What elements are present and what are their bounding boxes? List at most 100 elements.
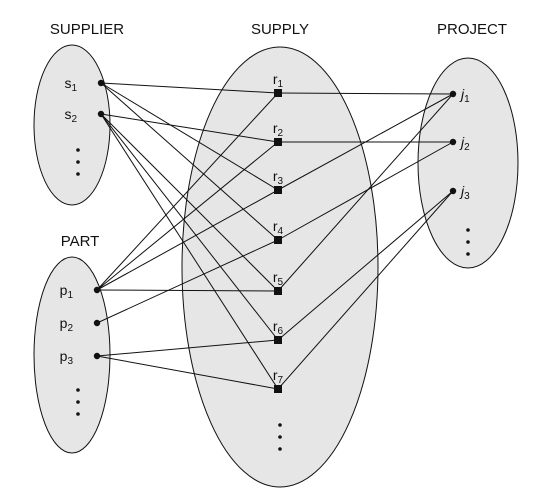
part-title: PART [61, 233, 100, 250]
supply-title: SUPPLY [251, 21, 309, 38]
node-label-s2: s2 [64, 106, 77, 125]
more-elements-dots [76, 148, 470, 451]
edge-s2-r5 [100, 113, 279, 292]
node-marker-j1 [449, 90, 457, 98]
node-label-base: j [459, 183, 465, 199]
edge-r7-j3 [277, 190, 454, 390]
node-label-r6: r6 [273, 318, 284, 337]
node-label-subscript: 5 [278, 277, 284, 288]
node-label-r3: r3 [273, 168, 284, 187]
node-label-p3: p3 [60, 348, 74, 367]
node-r4: r4 [273, 218, 284, 244]
node-marker-r7 [274, 385, 282, 393]
node-marker-s1 [97, 79, 105, 87]
node-label-r4: r4 [273, 218, 284, 237]
node-label-j1: j1 [459, 86, 470, 105]
node-label-subscript: 1 [464, 94, 470, 105]
node-label-base: r [273, 168, 278, 184]
supplier-title: SUPPLIER [50, 21, 124, 38]
node-label-subscript: 6 [278, 326, 284, 337]
edge-layer [96, 82, 454, 390]
node-label-subscript: 2 [464, 142, 470, 153]
node-label-p1: p1 [60, 282, 74, 301]
edge-p3-r6 [96, 339, 279, 357]
node-label-base: r [273, 367, 278, 383]
node-label-base: r [273, 318, 278, 334]
node-label-subscript: 4 [278, 226, 284, 237]
edge-r5-j1 [277, 93, 454, 292]
edge-r1-j1 [277, 92, 454, 95]
edge-s2-r6 [100, 113, 279, 341]
node-r5: r5 [273, 269, 284, 295]
node-marker-r2 [274, 138, 282, 146]
edge-p1-r2 [96, 141, 279, 291]
edge-r4-j2 [277, 141, 454, 241]
node-label-base: j [459, 86, 465, 102]
edge-r3-j1 [277, 93, 454, 191]
project-title: PROJECT [437, 21, 507, 38]
node-s1: s1 [64, 75, 105, 94]
edge-p3-r7 [96, 355, 279, 390]
node-label-r1: r1 [273, 71, 284, 90]
node-label-r7: r7 [273, 367, 284, 386]
edge-p1-r1 [96, 92, 279, 291]
node-s2: s2 [64, 106, 105, 125]
edge-s2-r7 [100, 113, 279, 390]
node-label-subscript: 1 [71, 83, 77, 94]
node-marker-p1 [93, 286, 101, 294]
supplier-set [33, 44, 111, 206]
node-marker-p3 [93, 352, 101, 360]
node-label-j2: j2 [459, 134, 470, 153]
node-j1: j1 [449, 86, 470, 105]
node-label-base: p [60, 315, 68, 331]
node-label-base: r [273, 71, 278, 87]
node-p2: p2 [60, 315, 101, 334]
node-marker-j3 [449, 187, 457, 195]
node-j3: j3 [449, 183, 470, 202]
node-r2: r2 [273, 120, 284, 146]
node-label-subscript: 3 [67, 356, 73, 367]
project-more-dots [466, 228, 470, 256]
node-label-subscript: 2 [67, 323, 73, 334]
node-label-subscript: 3 [278, 176, 284, 187]
node-label-subscript: 3 [464, 191, 470, 202]
supplier-more-dots [76, 148, 80, 176]
node-label-base: r [273, 269, 278, 285]
node-r6: r6 [273, 318, 284, 344]
supply-more-dots [278, 423, 282, 451]
node-marker-p2 [93, 319, 101, 327]
node-label-base: r [273, 218, 278, 234]
node-label-subscript: 1 [278, 79, 284, 90]
node-p3: p3 [60, 348, 101, 367]
node-marker-s2 [97, 110, 105, 118]
node-label-p2: p2 [60, 315, 74, 334]
project-set [417, 57, 519, 269]
node-label-subscript: 2 [278, 128, 284, 139]
node-label-subscript: 2 [71, 114, 77, 125]
edge-s2-r2 [100, 113, 279, 143]
node-label-base: s [64, 106, 71, 122]
node-label-r2: r2 [273, 120, 284, 139]
node-label-subscript: 7 [278, 375, 284, 386]
node-label-subscript: 1 [67, 290, 73, 301]
node-r7: r7 [273, 367, 284, 393]
node-label-r5: r5 [273, 269, 284, 288]
node-label-s1: s1 [64, 75, 77, 94]
part-more-dots [76, 388, 80, 416]
node-marker-r1 [274, 89, 282, 97]
edge-p2-r4 [96, 239, 279, 324]
node-marker-r3 [274, 186, 282, 194]
edge-s1-r1 [100, 82, 279, 94]
node-label-base: r [273, 120, 278, 136]
node-label-base: p [60, 348, 68, 364]
edge-s1-r4 [100, 82, 279, 241]
node-marker-r5 [274, 287, 282, 295]
edge-r6-j3 [277, 190, 454, 341]
node-label-base: p [60, 282, 68, 298]
node-label-base: s [64, 75, 71, 91]
node-marker-r4 [274, 236, 282, 244]
node-r1: r1 [273, 71, 284, 97]
node-label-base: j [459, 134, 465, 150]
